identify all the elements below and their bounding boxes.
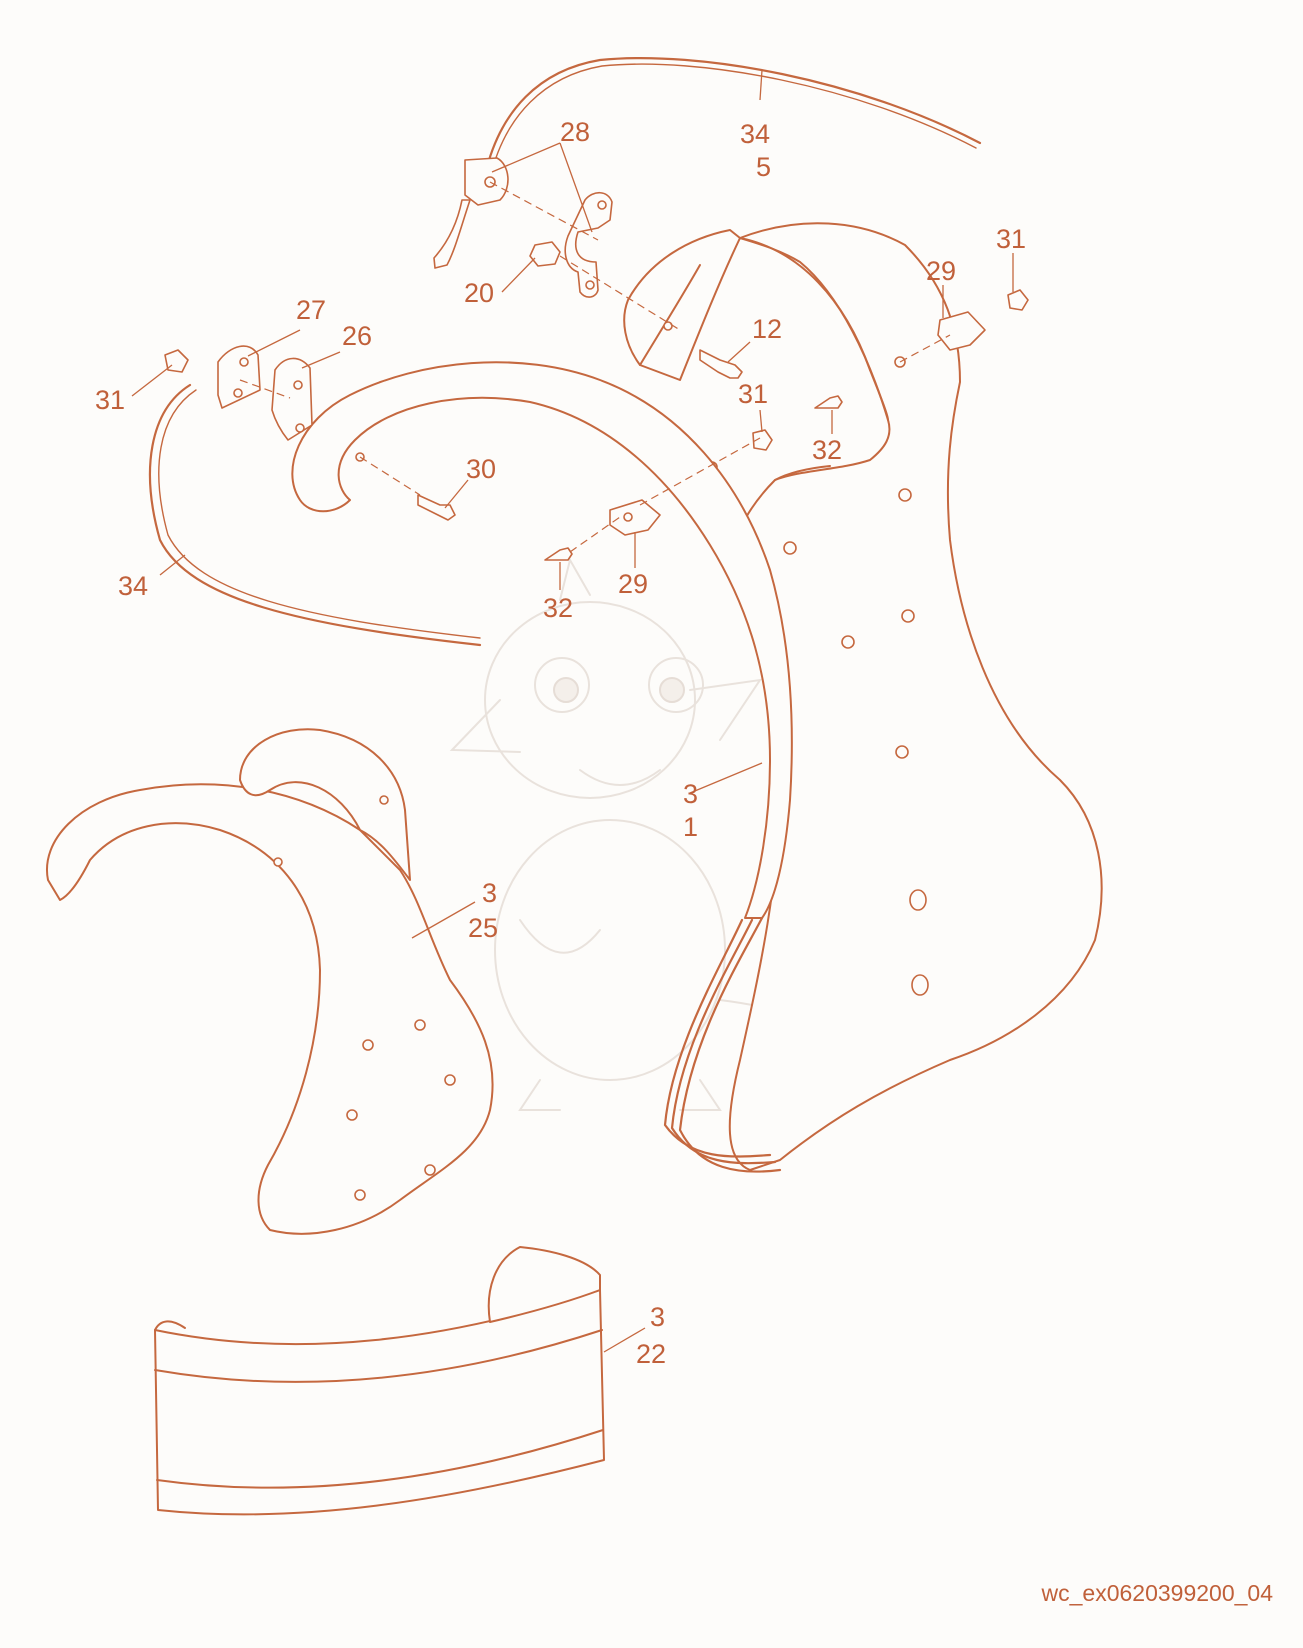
bolt-12 — [699, 349, 743, 379]
left-panel-part-25 — [45, 728, 494, 1235]
nut-31-left — [164, 349, 189, 373]
background-dragon-watermark — [449, 557, 861, 1111]
callout-28: 28 — [560, 117, 590, 147]
callout-3-22-line2: 22 — [636, 1339, 666, 1369]
callout-34-5-line2: 5 — [756, 152, 771, 182]
callout-20: 20 — [464, 278, 494, 308]
curved-strap-part-1 — [291, 361, 793, 1173]
callout-3-22: 3 22 — [636, 1302, 666, 1369]
screw-30 — [417, 494, 456, 521]
callout-30: 30 — [466, 454, 496, 484]
clip-29-mid — [609, 499, 661, 536]
callout-3-25: 3 25 — [468, 878, 498, 943]
callout-3-1-line2: 1 — [683, 812, 698, 842]
cable-34-left — [148, 383, 482, 647]
callout-3-1-line1: 3 — [683, 779, 698, 809]
nut-20 — [529, 241, 561, 267]
cable-34-top — [483, 57, 982, 177]
callout-27: 27 — [296, 295, 326, 325]
callout-12: 12 — [752, 314, 782, 344]
callout-31-left: 31 — [95, 385, 125, 415]
callout-34-5-line1: 34 — [740, 119, 770, 149]
bracket-27 — [217, 345, 261, 409]
callout-3-25-line2: 25 — [468, 913, 498, 943]
callout-26: 26 — [342, 321, 372, 351]
main-shell-panel — [623, 222, 1103, 1171]
callout-3-22-line1: 3 — [650, 1302, 665, 1332]
nut-31-top — [1007, 289, 1029, 311]
callout-29-mid: 29 — [618, 569, 648, 599]
callout-32-right: 32 — [812, 435, 842, 465]
clip-29-top — [937, 311, 986, 351]
callout-3-1: 3 1 — [683, 779, 698, 842]
callout-31-top: 31 — [996, 224, 1026, 254]
callout-31-mid: 31 — [738, 379, 768, 409]
callout-34-5: 34 5 — [740, 119, 771, 182]
nut-31-mid — [752, 429, 773, 451]
lever-bracket — [433, 157, 509, 269]
bracket-26 — [271, 357, 313, 441]
bracket-28 — [564, 191, 613, 298]
screw-32-right — [814, 395, 843, 409]
callout-32-mid: 32 — [543, 593, 573, 623]
callout-29-top: 29 — [926, 256, 956, 286]
leader-lines — [131, 69, 1014, 1353]
screw-32-mid — [544, 547, 573, 561]
bottom-band-part-22 — [154, 1246, 605, 1516]
callout-3-25-line1: 3 — [482, 878, 497, 908]
reference-code: wc_ex0620399200_04 — [1041, 1580, 1273, 1606]
callout-34-left: 34 — [118, 571, 148, 601]
